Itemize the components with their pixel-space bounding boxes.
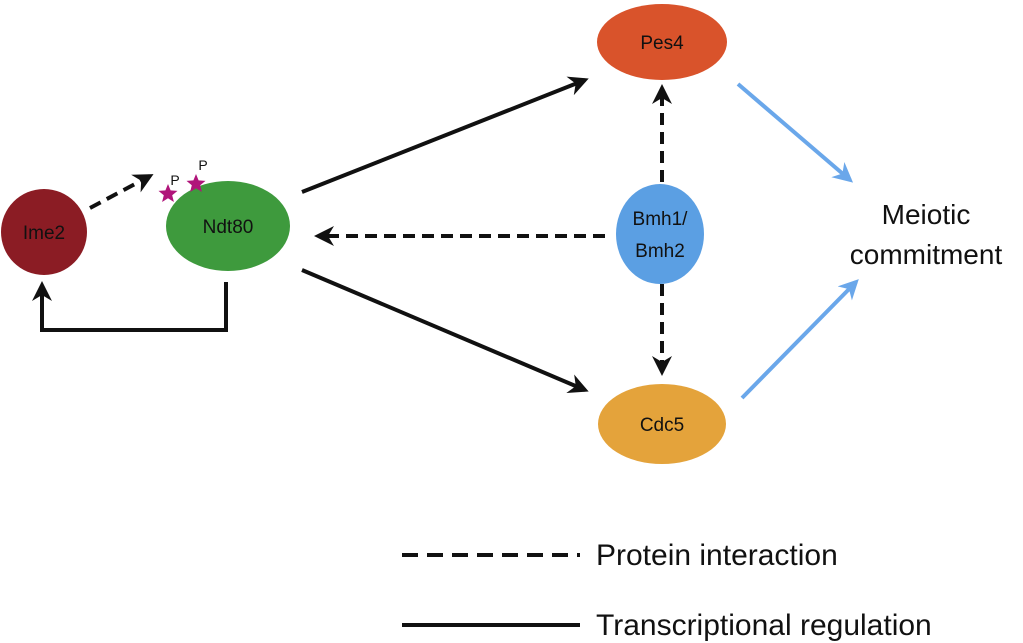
node-cdc5-label: Cdc5 [640,415,684,436]
node-ndt80: Ndt80 [166,181,290,271]
node-ndt80-label: Ndt80 [203,217,254,238]
node-bmh: Bmh1/ Bmh2 [616,184,704,284]
node-bmh-label-line1: Bmh1/ [633,209,689,230]
node-ime2: Ime2 [1,189,87,275]
edge-cdc5-commitment [740,279,859,400]
phospho-label-1: P [170,172,179,188]
edge-ime2-ndt80 [89,174,154,210]
edge-ndt80-cdc5 [301,268,589,393]
edge-ndt80-pes4 [301,76,589,194]
phospho-star-2 [186,174,206,192]
node-pes4-label: Pes4 [640,33,684,54]
node-cdc5: Cdc5 [598,384,726,464]
node-ime2-label: Ime2 [23,223,65,244]
node-pes4: Pes4 [597,4,727,80]
legend-solid-label: Transcriptional regulation [596,609,932,642]
edge-pes4-commitment [736,82,854,183]
edge-ndt80-ime2-feedback [32,281,228,332]
outcome-meiotic-commitment: Meiotic commitment [850,199,1003,270]
outcome-label-line1: Meiotic [882,199,971,230]
node-bmh-label-line2: Bmh2 [635,241,685,262]
legend-dashed-label: Protein interaction [596,539,838,572]
phospho-marks: P P [158,157,208,202]
phospho-star-1 [158,184,178,202]
outcome-label-line2: commitment [850,239,1003,270]
phospho-label-2: P [198,157,207,173]
legend: Protein interaction Transcriptional regu… [402,539,932,642]
